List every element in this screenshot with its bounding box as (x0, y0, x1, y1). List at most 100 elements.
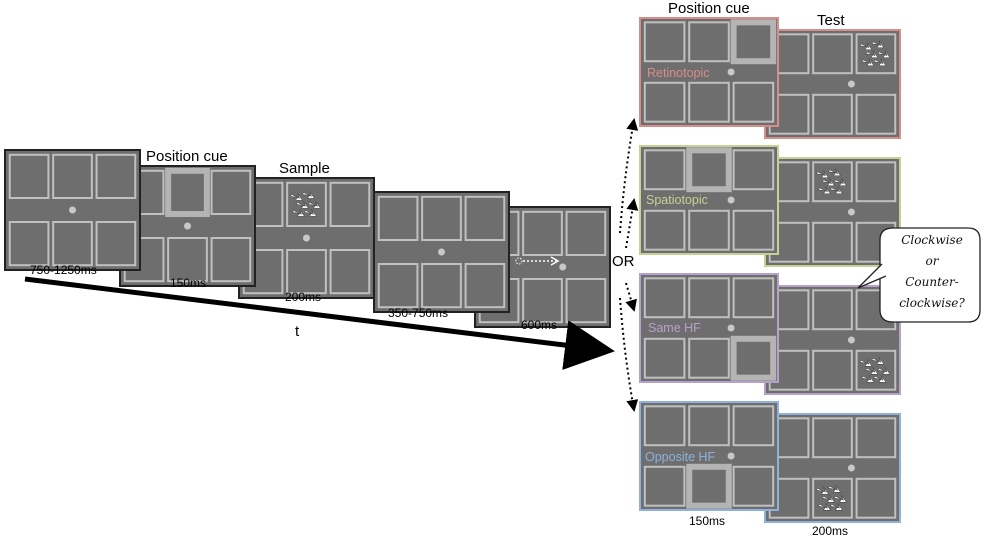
test-screen-2 (764, 157, 901, 267)
placeholder-box (52, 153, 93, 200)
placeholder-box (812, 221, 853, 263)
branch-arrow (625, 282, 637, 312)
cue-column-duration: 150ms (689, 514, 726, 528)
branch-arrow (619, 297, 639, 412)
frame-3-screen (238, 177, 375, 299)
test-column-title: Test (817, 12, 845, 29)
frame-2-title: Position cue (146, 148, 228, 165)
placeholder-box (812, 33, 853, 75)
placeholder-box (329, 181, 371, 228)
placeholder-box (732, 405, 775, 447)
placeholder-box (688, 81, 730, 123)
placeholder-box (95, 153, 137, 200)
placeholder-box (643, 465, 686, 507)
placeholder-box (688, 21, 730, 63)
cue-column-title: Position cue (668, 0, 750, 17)
branch-arrow (619, 118, 639, 234)
fixation-dot (184, 222, 191, 230)
frame-3-title: Sample (279, 160, 330, 177)
grating-stimulus (859, 40, 891, 67)
frame-3-duration: 200ms (285, 290, 322, 304)
response-question: Clockwise or Counter- clockwise? (884, 230, 980, 314)
placeholder-box (210, 169, 252, 216)
cue-placeholder-box (686, 147, 732, 193)
placeholder-box (565, 210, 607, 257)
placeholder-box (812, 93, 853, 135)
placeholder-box (167, 237, 208, 283)
branch-arrow (625, 198, 639, 249)
cue-placeholder-box (730, 19, 777, 65)
screen-background (639, 17, 779, 127)
placeholder-box (732, 81, 775, 123)
cue-placeholder-box (686, 463, 732, 509)
screen-background (764, 413, 901, 523)
fixation-dot (847, 336, 855, 344)
placeholder-box (688, 209, 730, 251)
saccade-arrow-head (550, 256, 560, 266)
placeholder-box (464, 195, 506, 242)
placeholder-box (643, 149, 686, 191)
placeholder-box (522, 210, 563, 257)
response-line-4: clockwise? (899, 296, 965, 310)
grating-stimulus (816, 168, 847, 195)
placeholder-box (286, 181, 327, 228)
screen-background (639, 273, 779, 383)
cue-placeholder-box (165, 167, 210, 218)
fixation-dot (559, 263, 567, 271)
fixation-dot (69, 206, 76, 214)
placeholder-box (812, 349, 853, 391)
grating-stimulus (816, 485, 847, 511)
test-screen-3 (764, 285, 901, 395)
response-line-3: Counter- (905, 275, 959, 289)
placeholder-box (688, 277, 730, 319)
placeholder-box (421, 263, 462, 309)
frame-4-screen (373, 191, 510, 313)
fixation-dot (847, 464, 855, 472)
placeholder-box (8, 221, 50, 267)
screen-background (238, 177, 375, 299)
condition-label-same-hf: Same HF (648, 321, 701, 335)
frame-1-duration: 750-1250ms (30, 263, 97, 277)
fixation-dot (727, 324, 735, 332)
placeholder-box (643, 209, 686, 251)
saccade-start-dot (515, 257, 523, 265)
placeholder-box (855, 417, 897, 459)
screen-background (639, 401, 779, 511)
placeholder-box (52, 221, 93, 267)
frame-5-duration: 600ms (521, 318, 558, 332)
fixation-dot (847, 80, 855, 88)
placeholder-box (855, 93, 897, 135)
condition-label-retinotopic: Retinotopic (647, 66, 710, 80)
frame-4-duration: 350-750ms (388, 306, 449, 320)
condition-label-opposite-hf: Opposite HF (645, 450, 716, 464)
screen-background (764, 157, 901, 267)
test-screen-1 (764, 29, 901, 139)
placeholder-box (522, 278, 563, 324)
placeholder-box (643, 405, 686, 447)
speech-bubble-tail (857, 263, 887, 289)
placeholder-box (643, 277, 686, 319)
placeholder-box (464, 263, 506, 309)
placeholder-box (421, 195, 462, 242)
time-axis-label: t (295, 323, 300, 340)
placeholder-box (643, 21, 686, 63)
placeholder-box (855, 477, 897, 519)
placeholder-box (812, 417, 853, 459)
fixation-dot (727, 68, 735, 76)
placeholder-box (855, 349, 897, 391)
time-axis-arrow (24, 276, 615, 370)
fixation-dot (303, 234, 310, 242)
placeholder-box (95, 221, 137, 267)
placeholder-box (8, 153, 50, 200)
placeholder-box (812, 289, 853, 331)
placeholder-box (688, 337, 730, 379)
fixation-dot (727, 196, 735, 204)
cue-placeholder-box (730, 335, 777, 381)
placeholder-box (812, 161, 853, 203)
cue-screen-3 (639, 273, 779, 383)
placeholder-box (855, 161, 897, 203)
placeholder-box (377, 195, 419, 242)
grating-stimulus (859, 357, 891, 383)
placeholder-box (377, 263, 419, 309)
